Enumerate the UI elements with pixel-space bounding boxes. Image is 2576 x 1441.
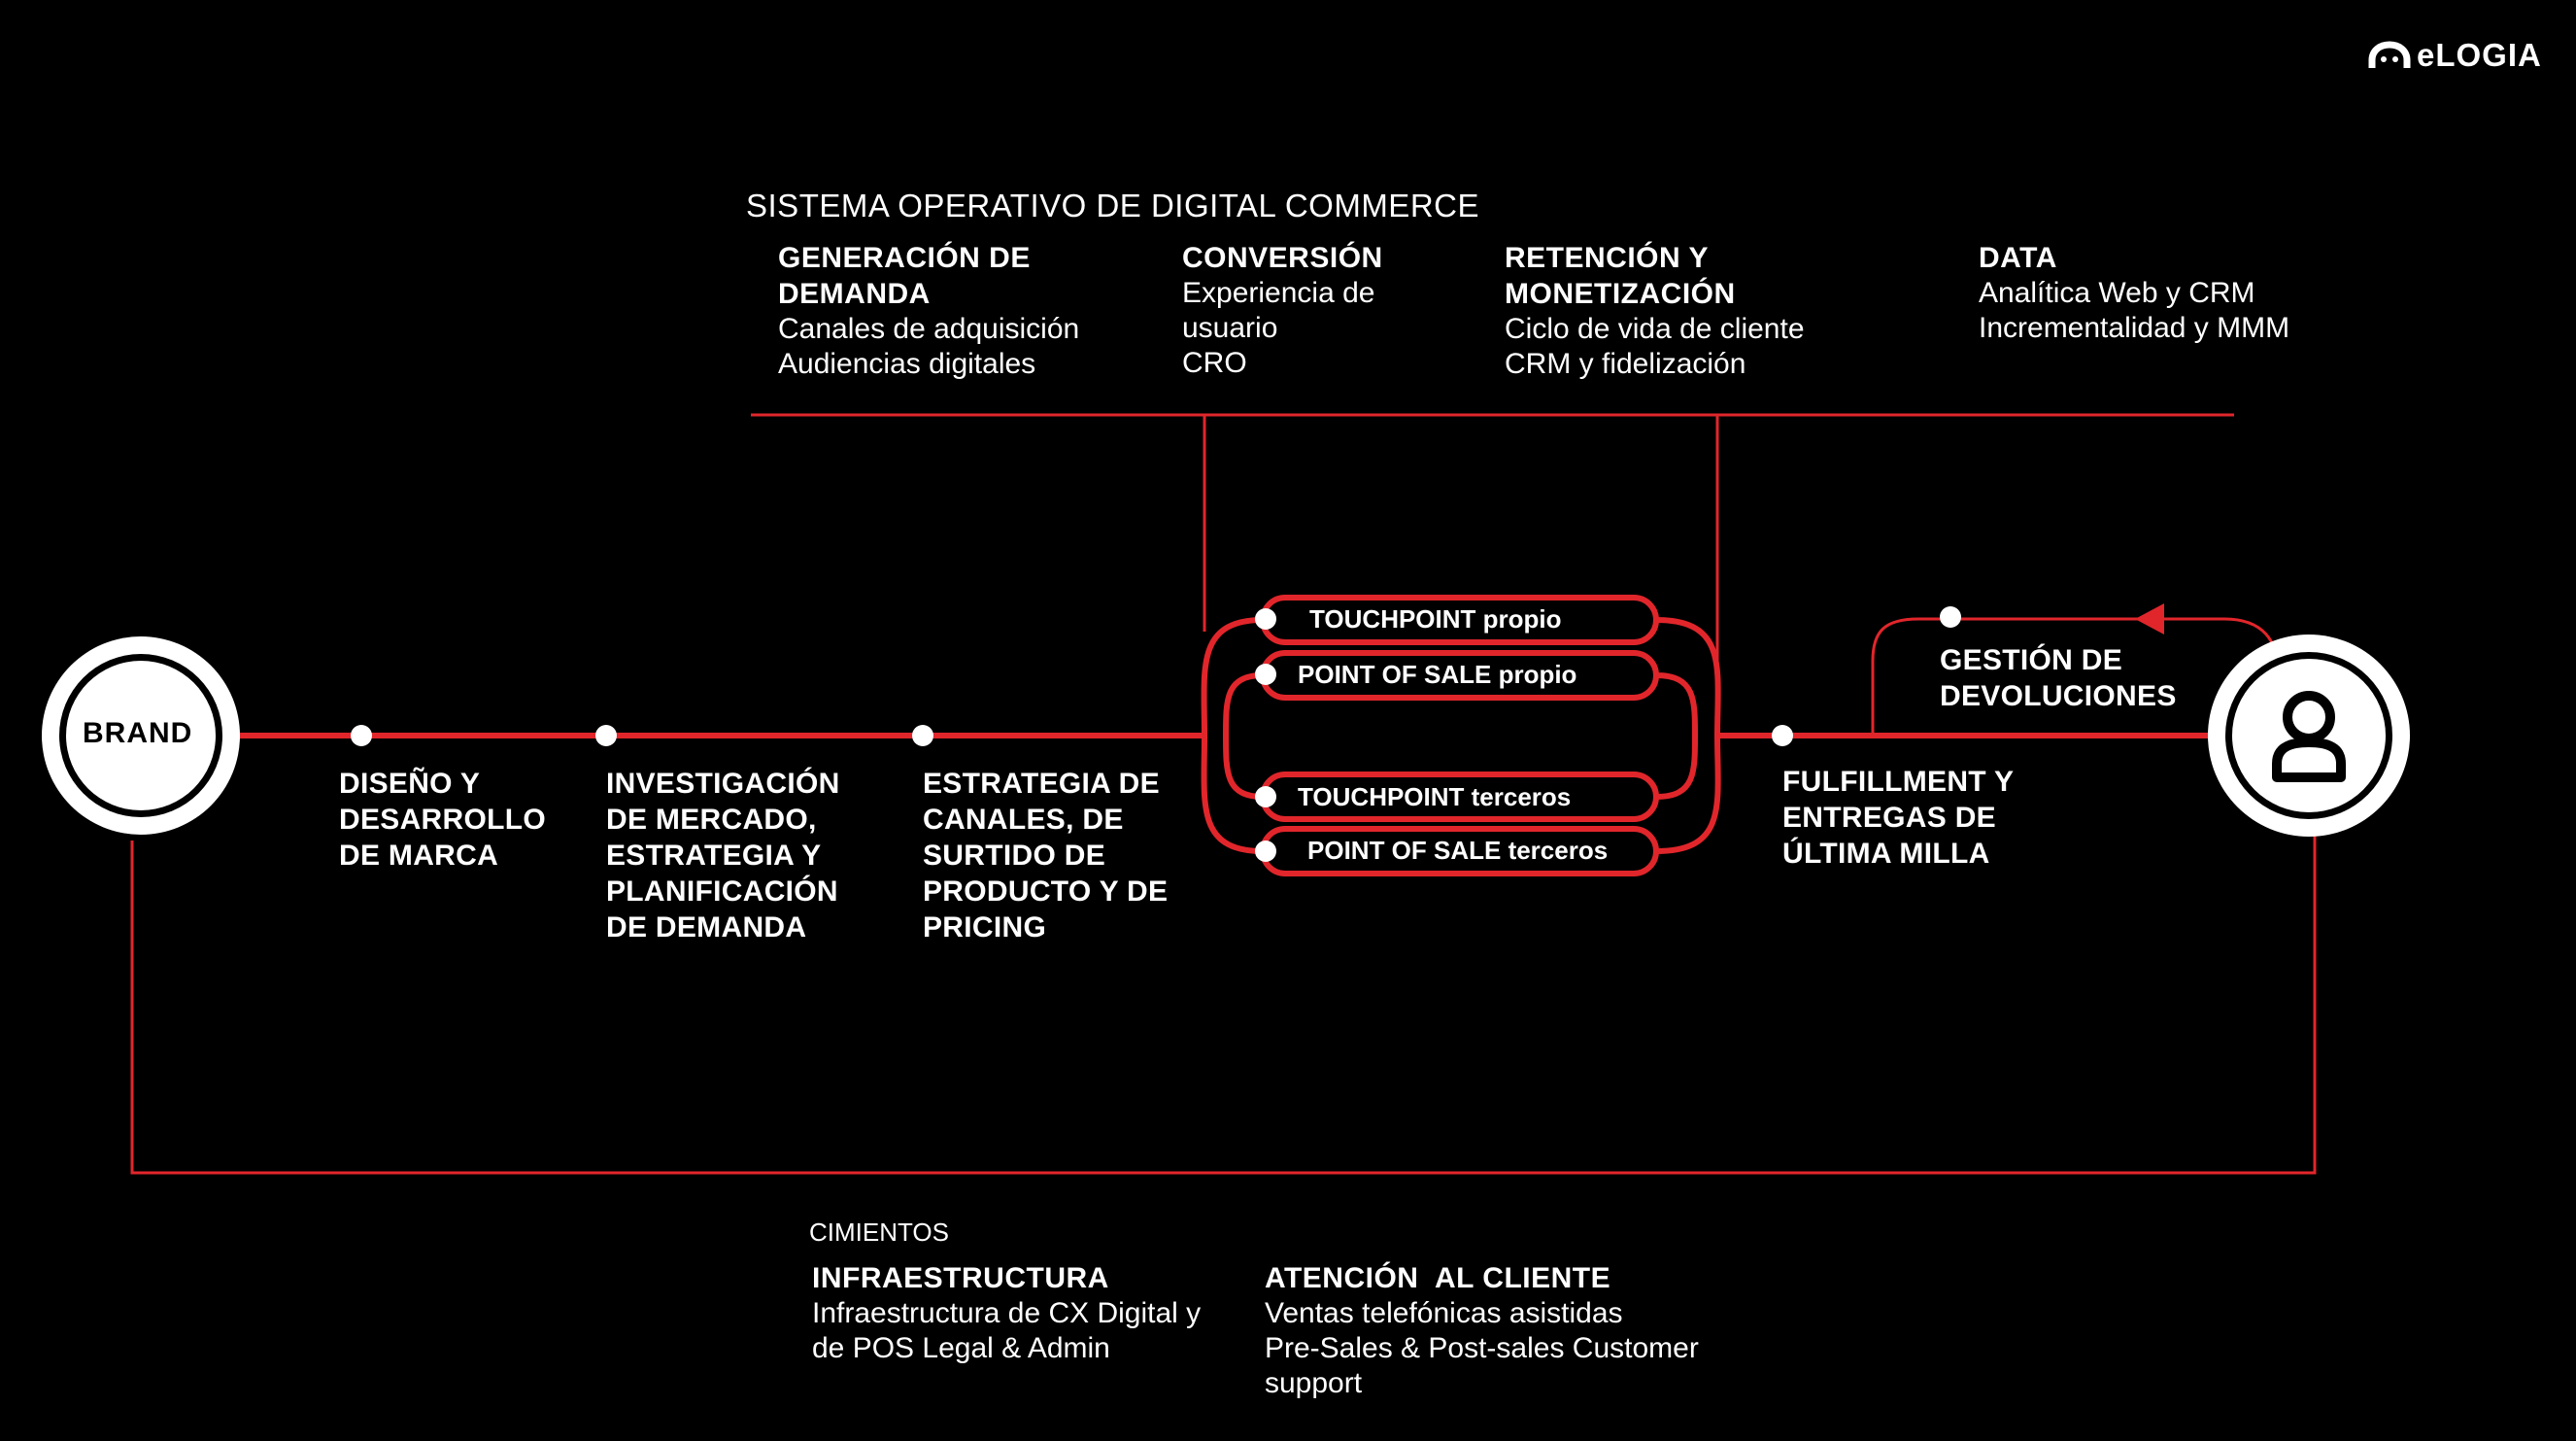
elogia-logo: eLOGIA — [2368, 37, 2542, 74]
channel-bracket-left — [1201, 617, 1264, 854]
flow-step-returns: GESTIÓN DE DEVOLUCIONES — [1940, 642, 2177, 714]
column-heading-line: MONETIZACIÓN — [1505, 278, 1736, 310]
column-item: support — [1265, 1367, 1363, 1399]
step-label-line: PRODUCTO Y DE — [923, 875, 1169, 908]
top-section-title: SISTEMA OPERATIVO DE DIGITAL COMMERCE — [746, 188, 1479, 223]
foundation-loop-line — [130, 836, 2317, 1175]
flow-step-fulfillment: FULFILLMENT Y ENTREGAS DE ÚLTIMA MILLA — [1782, 764, 2014, 872]
step-label-line: SURTIDO DE — [923, 840, 1106, 872]
elogia-logo-icon — [2368, 41, 2411, 68]
column-item: Incrementalidad y MMM — [1979, 312, 2290, 344]
channel-bracket-right-inner — [1655, 672, 1699, 800]
brand-node-core — [66, 661, 216, 810]
step-label-line: DEVOLUCIONES — [1940, 680, 2177, 712]
column-item: Canales de adquisición — [778, 313, 1080, 345]
column-heading-line: INFRAESTRUCTURA — [812, 1262, 1109, 1294]
column-item: Infraestructura de CX Digital y — [812, 1297, 1202, 1329]
step-label-line: GESTIÓN DE — [1940, 644, 2123, 676]
column-item: Ciclo de vida de cliente — [1505, 313, 1805, 345]
channel-label-pos-propio: POINT OF SALE propio — [1298, 660, 1577, 689]
column-heading-line: RETENCIÓN Y — [1505, 242, 1709, 274]
column-item: Audiencias digitales — [778, 348, 1036, 380]
column-item: Ventas telefónicas asistidas — [1265, 1297, 1623, 1329]
step-label-line: ESTRATEGIA DE — [923, 768, 1160, 800]
column-item: Experiencia de — [1182, 277, 1375, 309]
step-label-line: DISEÑO Y — [339, 768, 481, 800]
bottom-column-support: ATENCIÓN AL CLIENTE Ventas telefónicas a… — [1265, 1260, 1699, 1401]
column-item: usuario — [1182, 312, 1278, 344]
channel-dot-3 — [1255, 786, 1276, 807]
step-label-line: INVESTIGACIÓN — [606, 768, 840, 800]
step-label-line: DESARROLLO — [339, 804, 546, 836]
column-heading-line: DEMANDA — [778, 278, 931, 310]
channel-label-pos-terceros: POINT OF SALE terceros — [1307, 836, 1609, 865]
returns-arrow-icon — [2135, 603, 2164, 635]
step-label-line: ENTREGAS DE — [1782, 802, 1996, 834]
step-label-line: ESTRATEGIA Y — [606, 840, 822, 872]
column-item: Pre-Sales & Post-sales Customer — [1265, 1332, 1699, 1364]
column-heading-line: ATENCIÓN AL CLIENTE — [1265, 1262, 1611, 1294]
bottom-column-infra: INFRAESTRUCTURA Infraestructura de CX Di… — [812, 1260, 1201, 1366]
channel-dot-1 — [1255, 608, 1276, 630]
column-item: Analítica Web y CRM — [1979, 277, 2255, 309]
returns-dot — [1940, 606, 1961, 628]
elogia-logo-text: eLOGIA — [2417, 37, 2542, 73]
step-label-line: PLANIFICACIÓN — [606, 875, 838, 908]
step-label-line: ÚLTIMA MILLA — [1782, 838, 1990, 870]
step-label-line: DE MARCA — [339, 840, 499, 872]
step-label-line: FULFILLMENT Y — [1782, 766, 2015, 798]
step-dot-3 — [912, 725, 933, 746]
step-label-line: DE MERCADO, — [606, 804, 817, 836]
bottom-section-title: CIMIENTOS — [809, 1218, 949, 1247]
column-heading-line: GENERACIÓN DE — [778, 242, 1031, 274]
flow-step-strategy: ESTRATEGIA DE CANALES, DE SURTIDO DE PRO… — [923, 766, 1168, 945]
top-column-retention: RETENCIÓN Y MONETIZACIÓN Ciclo de vida d… — [1505, 240, 1805, 382]
channel-dot-2 — [1255, 664, 1276, 685]
brand-node-label: BRAND — [83, 717, 193, 749]
customer-icon — [2272, 691, 2346, 782]
channel-label-touchpoint-terceros: TOUCHPOINT terceros — [1298, 782, 1572, 811]
step-dot-2 — [595, 725, 617, 746]
channel-dot-4 — [1255, 841, 1276, 862]
top-column-demand: GENERACIÓN DE DEMANDA Canales de adquisi… — [778, 240, 1079, 382]
step-label-line: PRICING — [923, 911, 1047, 944]
column-heading-line: CONVERSIÓN — [1182, 242, 1383, 274]
channel-label-touchpoint-propio: TOUCHPOINT propio — [1309, 604, 1562, 634]
step-dot-4 — [1772, 725, 1793, 746]
flow-step-research: INVESTIGACIÓN DE MERCADO, ESTRATEGIA Y P… — [606, 766, 840, 945]
channel-bracket-left-inner — [1222, 672, 1264, 800]
step-label-line: CANALES, DE — [923, 804, 1124, 836]
column-heading-line: DATA — [1979, 242, 2057, 274]
top-column-conversion: CONVERSIÓN Experiencia de usuario CRO — [1182, 240, 1383, 381]
step-label-line: DE DEMANDA — [606, 911, 807, 944]
step-dot-1 — [351, 725, 372, 746]
column-item: CRM y fidelización — [1505, 348, 1746, 380]
column-item: CRO — [1182, 347, 1247, 379]
flow-step-branding: DISEÑO Y DESARROLLO DE MARCA — [339, 766, 546, 874]
channel-bracket-right — [1655, 617, 1721, 854]
top-column-data: DATA Analítica Web y CRM Incrementalidad… — [1979, 240, 2289, 346]
column-item: de POS Legal & Admin — [812, 1332, 1110, 1364]
